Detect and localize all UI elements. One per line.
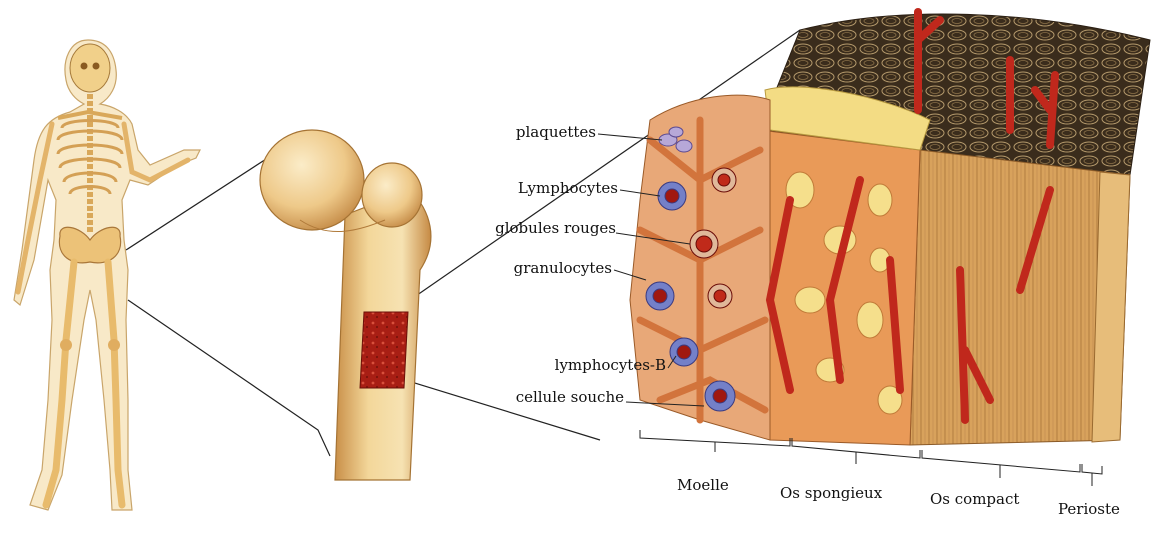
label-os-spongieux: Os spongieux <box>780 486 882 501</box>
label-perioste: Perioste <box>1058 502 1120 517</box>
label-granulocytes: granulocytes <box>478 261 612 276</box>
skull <box>70 44 110 92</box>
human-skeleton-figure <box>14 40 200 510</box>
label-globules-rouges: globules rouges <box>470 221 616 236</box>
femur-bone <box>260 130 431 480</box>
label-os-compact: Os compact <box>930 492 1019 507</box>
label-cellule-souche: cellule souche <box>470 390 624 405</box>
marrow-cutaway <box>360 312 408 388</box>
bone-cross-section <box>630 12 1150 445</box>
label-lymphocytes: Lymphocytes <box>478 181 618 196</box>
label-plaquettes: plaquettes <box>498 125 596 140</box>
label-moelle: Moelle <box>677 478 729 493</box>
label-lymphocytes-b: lymphocytes-B <box>480 358 666 373</box>
